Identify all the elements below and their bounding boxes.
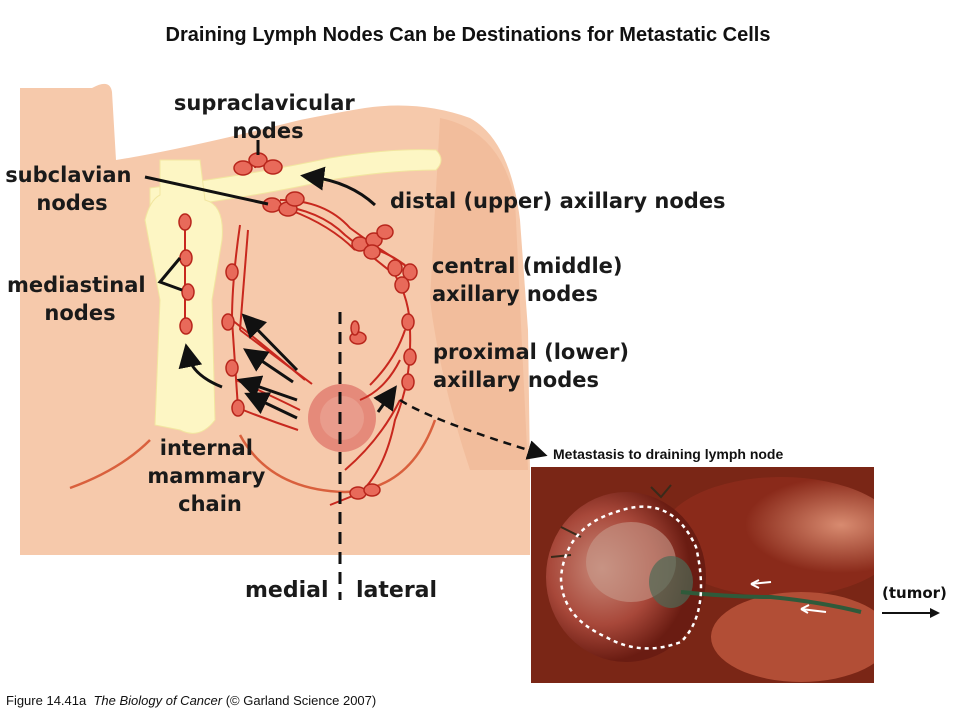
photo-illustration — [531, 467, 874, 683]
label-lateral: lateral — [356, 578, 437, 603]
footer-book-title: The Biology of Cancer — [93, 693, 223, 708]
lymph-nodes — [178, 152, 418, 500]
label-leader-lines — [144, 140, 269, 292]
label-central-axillary: central (middle) axillary nodes — [432, 254, 630, 306]
label-medial: medial — [245, 578, 329, 603]
label-internal-mammary: internal mammary chain — [147, 436, 272, 516]
chest-contour — [69, 439, 151, 490]
tumor-label: (tumor) — [882, 584, 947, 602]
label-proximal-axillary: proximal (lower) axillary nodes — [433, 340, 636, 392]
breast-contour — [238, 419, 437, 494]
figure-footer: Figure 14.41a The Biology of Cancer (© G… — [6, 693, 376, 708]
label-mediastinal: mediastinal nodes — [7, 273, 153, 325]
nipple — [320, 396, 364, 440]
tumor-arrow — [882, 608, 940, 618]
label-distal-axillary: distal (upper) axillary nodes — [390, 189, 726, 213]
label-subclavian: subclavian nodes — [5, 163, 139, 215]
label-supraclavicular: supraclavicular nodes — [174, 91, 362, 143]
arm-region — [430, 118, 528, 470]
lymph-node-photo — [531, 467, 874, 683]
torso-silhouette — [20, 83, 530, 555]
figure-title: Draining Lymph Nodes Can be Destinations… — [165, 24, 771, 46]
footer-figure-number: Figure 14.41a — [6, 693, 87, 708]
footer-credit: (© Garland Science 2007) — [225, 693, 377, 708]
drainage-arrows — [178, 166, 397, 420]
photo-caption: Metastasis to draining lymph node — [553, 446, 784, 462]
